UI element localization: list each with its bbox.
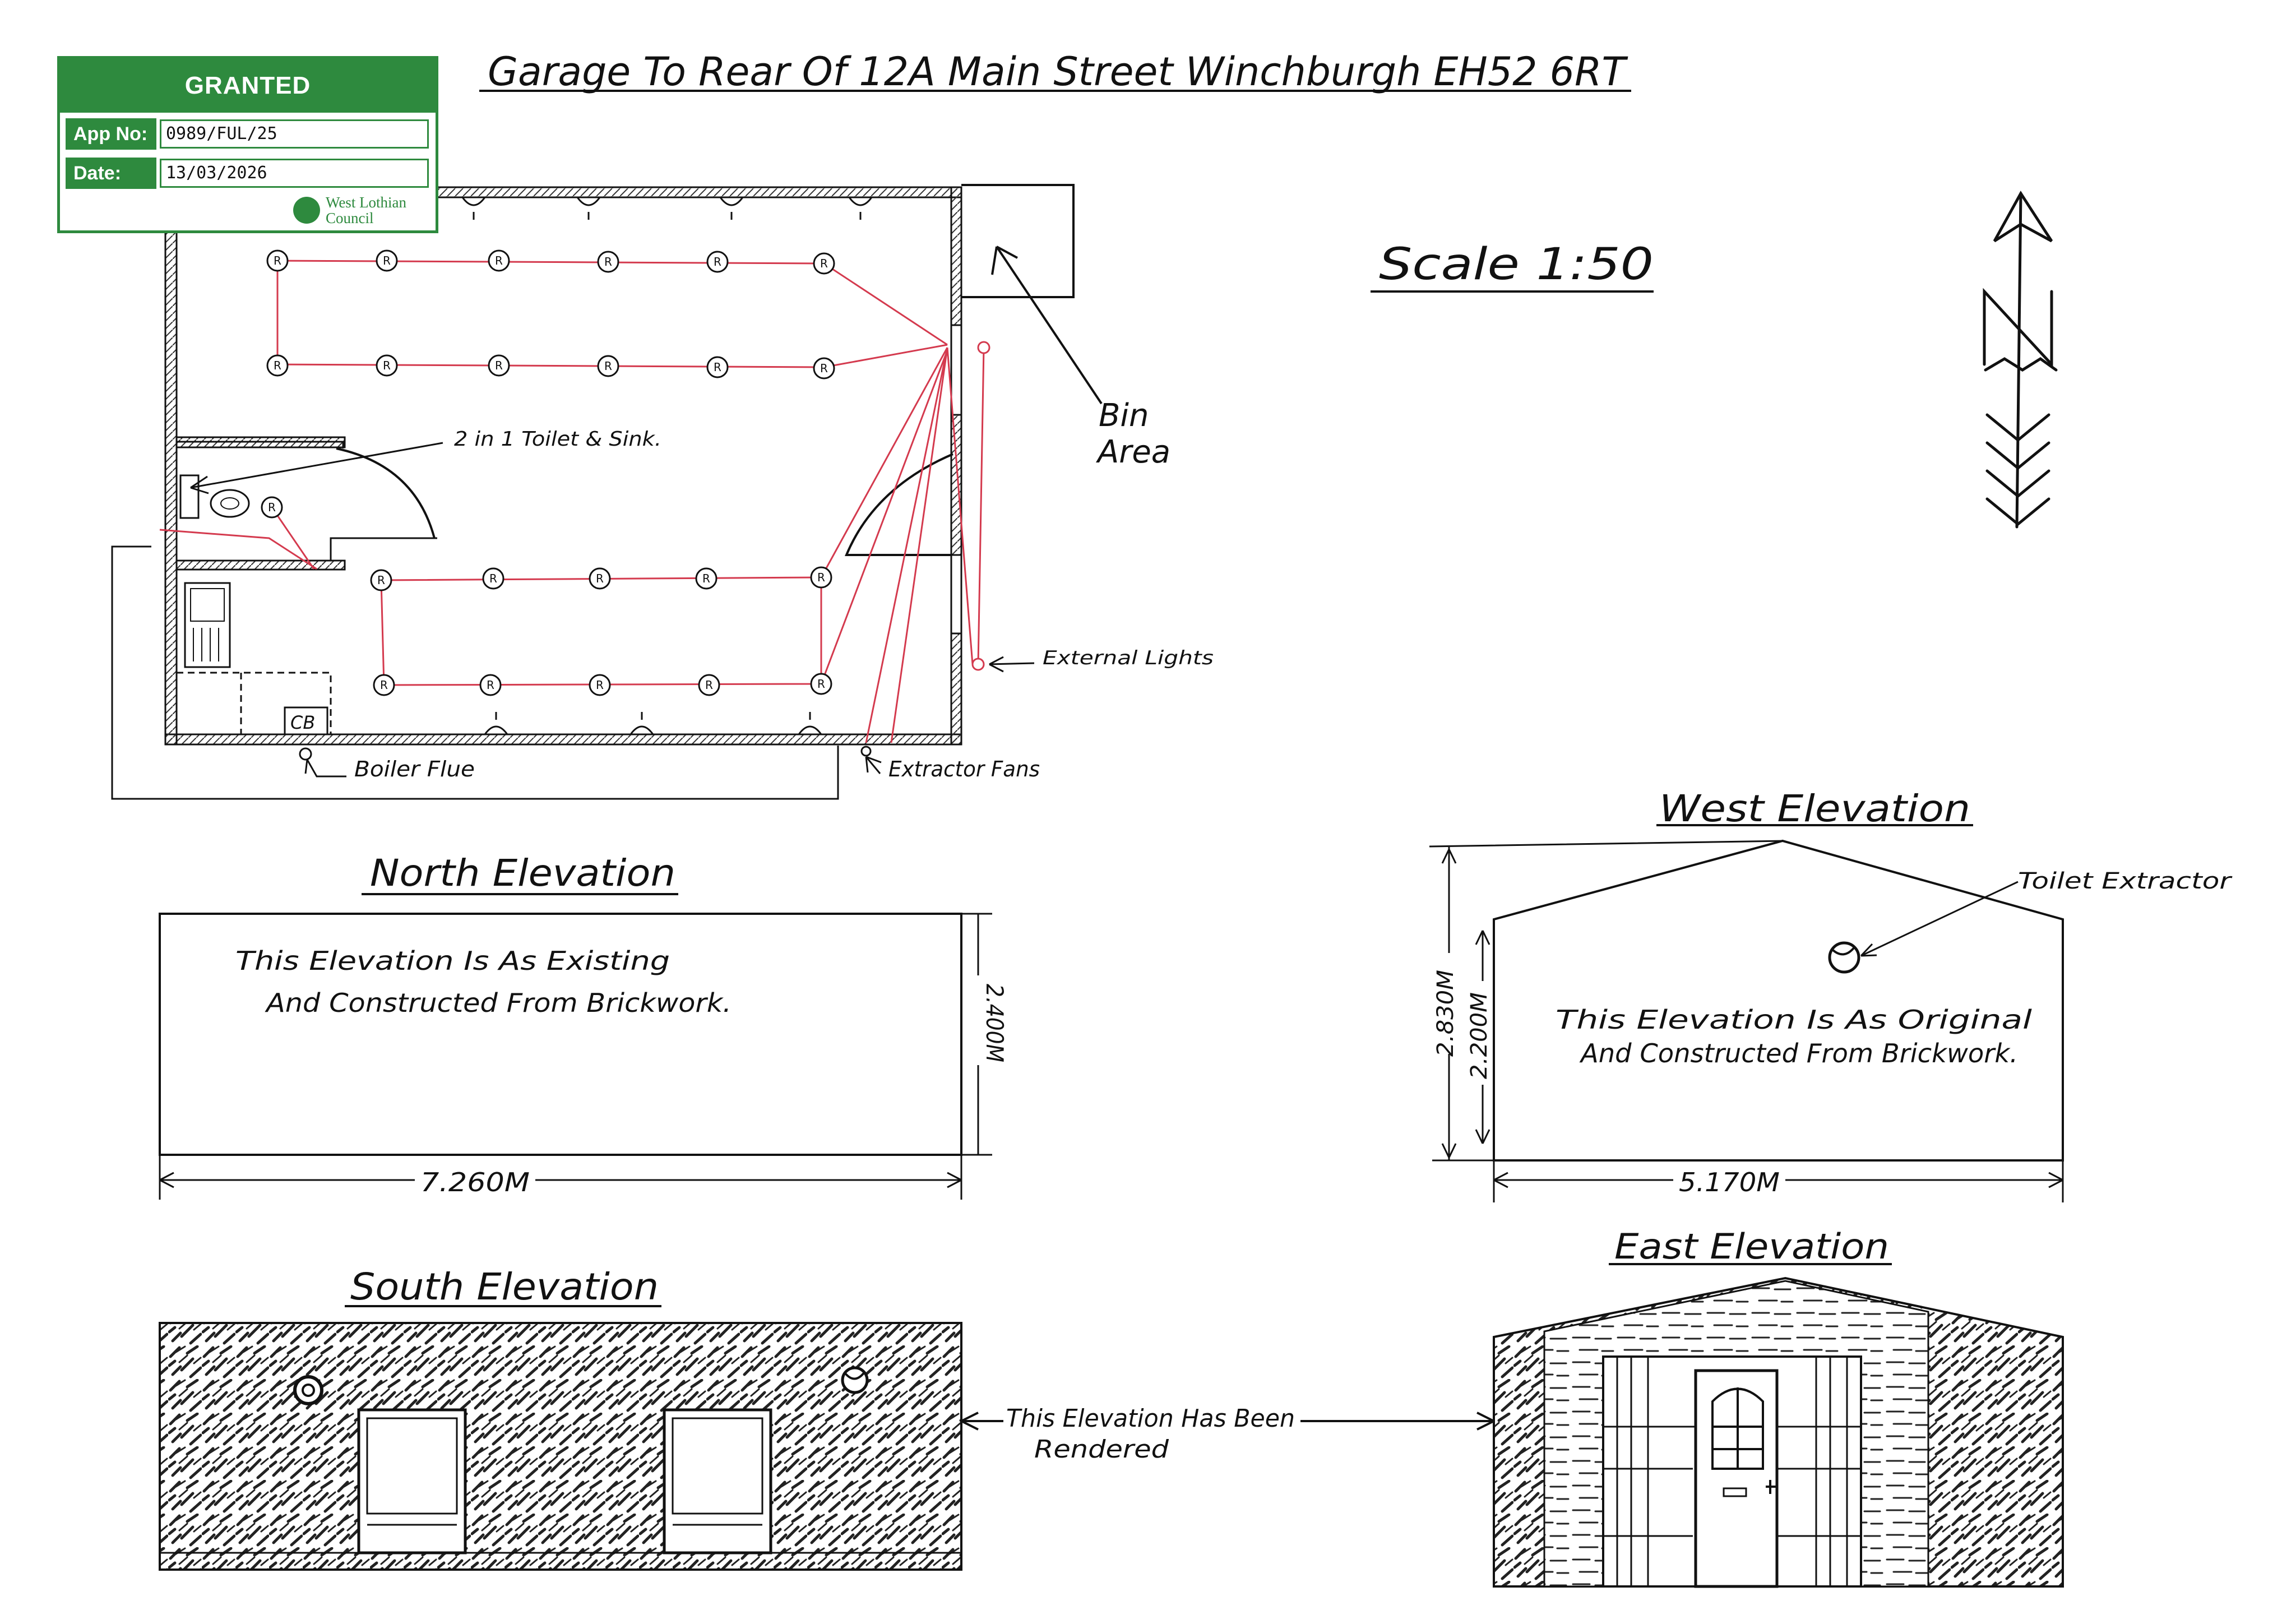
scale-label: Scale 1:50 [1371,239,1654,293]
socket-icons [261,249,835,696]
south-elevation: South Elevation [159,1265,962,1571]
north-elevation-title: North Elevation [370,852,675,895]
toilet-extractor-label: Toilet Extractor [2018,868,2233,894]
svg-text:R: R [380,678,388,692]
stamp-date-value: 13/03/2026 [160,159,429,188]
svg-text:R: R [383,254,391,267]
svg-text:R: R [714,360,721,374]
svg-text:R: R [495,359,503,372]
approval-stamp: GRANTED App No: 0989/FUL/25 Date: 13/03/… [57,56,438,233]
title-block: Garage To Rear Of 12A Main Street Winchb… [479,49,1631,95]
svg-text:R: R [604,359,612,373]
toilet-extractor-icon [1828,941,1860,974]
toilet-door-swing [336,447,436,539]
socket-labels: R R R R R R R R R R R R R R R R R R R R R R R [268,254,828,692]
svg-text:R: R [714,255,721,269]
svg-text:R: R [604,255,612,269]
boiler-flue-label: Boiler Flue [354,757,475,781]
svg-text:R: R [487,678,494,692]
wiring-lines [159,260,985,743]
south-flue-icon [293,1375,323,1405]
consumer-unit-label: CB [290,712,315,733]
west-elevation-title: West Elevation [1659,787,1970,830]
north-elevation: North Elevation This Elevation Is As Exi… [159,852,1008,1200]
external-lights-label: External Lights [1043,647,1214,669]
north-note-1: This Elevation Is As Existing [235,946,670,976]
svg-text:R: R [274,254,281,267]
stamp-app-row: App No: 0989/FUL/25 [66,118,430,150]
stamp-date-row: Date: 13/03/2026 [66,158,430,189]
west-wall-outline [1493,839,2064,1162]
svg-text:R: R [274,359,281,372]
render-note-1: This Elevation Has Been [1006,1404,1295,1433]
render-note-2: Rendered [1034,1435,1169,1464]
svg-text:R: R [596,678,604,692]
kitchen-sink-icon [184,582,231,668]
west-note-1: This Elevation Is As Original [1556,1005,2032,1035]
svg-text:R: R [383,359,391,372]
svg-text:R: R [817,571,825,584]
west-height-dim-2: 2.200M [1466,992,1492,1079]
bin-area-box [961,184,1075,298]
west-note-2: And Constructed From Brickwork. [1579,1038,2018,1068]
south-rendered-wall [159,1322,962,1571]
svg-text:R: R [377,573,385,587]
toilet-sink-label: 2 in 1 Toilet & Sink. [454,428,661,451]
svg-text:R: R [489,572,497,585]
east-elevation: East Elevation [1493,1226,2064,1588]
svg-text:R: R [268,501,276,514]
south-extractor-icon [841,1366,869,1394]
north-height-dim: 2.400M [981,984,1008,1062]
render-note: This Elevation Has Been Rendered [961,1404,1494,1464]
south-window-left [357,1408,467,1554]
council-logo-text: West Lothian Council [326,194,407,226]
east-elevation-title: East Elevation [1614,1226,1889,1267]
page-title: Garage To Rear Of 12A Main Street Winchb… [488,49,1628,95]
bin-area-label-2: Area [1096,434,1170,470]
north-note-2: And Constructed From Brickwork. [265,988,732,1018]
stamp-status: GRANTED [60,59,436,113]
toilet-sink-icon [179,474,200,519]
svg-text:R: R [817,677,825,691]
east-door-arched-window [1711,1387,1764,1470]
west-width-dim: 5.170M [1679,1167,1780,1197]
north-arrow-icon [1983,191,2058,529]
svg-text:R: R [596,572,604,585]
west-height-dim-1: 2.830M [1433,970,1459,1057]
floor-plan: CB Bin Area [111,184,1214,800]
council-logo-icon [293,197,320,224]
bin-area-label-1: Bin [1099,397,1149,434]
svg-text:R: R [820,257,828,270]
stamp-app-label: App No: [66,118,156,150]
plan-left-wall [164,186,178,746]
west-elevation: West Elevation This Elevation Is As Orig… [1429,787,2233,1202]
svg-text:R: R [820,362,828,375]
svg-text:R: R [702,572,710,585]
scale-text: Scale 1:50 [1379,239,1654,290]
stamp-app-value: 0989/FUL/25 [160,119,429,149]
north-wall-outline [159,913,962,1156]
svg-text:R: R [495,254,503,267]
consumer-unit-box [284,706,328,735]
south-window-right [663,1408,772,1554]
svg-text:R: R [705,678,713,692]
extractor-fans-label: Extractor Fans [888,757,1040,781]
north-width-dim: 7.260M [420,1167,530,1197]
main-door-swing [844,453,953,556]
south-elevation-title: South Elevation [350,1265,659,1308]
wall-light-icons [461,197,873,735]
stamp-date-label: Date: [66,158,156,189]
plan-bottom-wall [164,733,962,746]
council-logo: West Lothian Council [290,193,436,229]
